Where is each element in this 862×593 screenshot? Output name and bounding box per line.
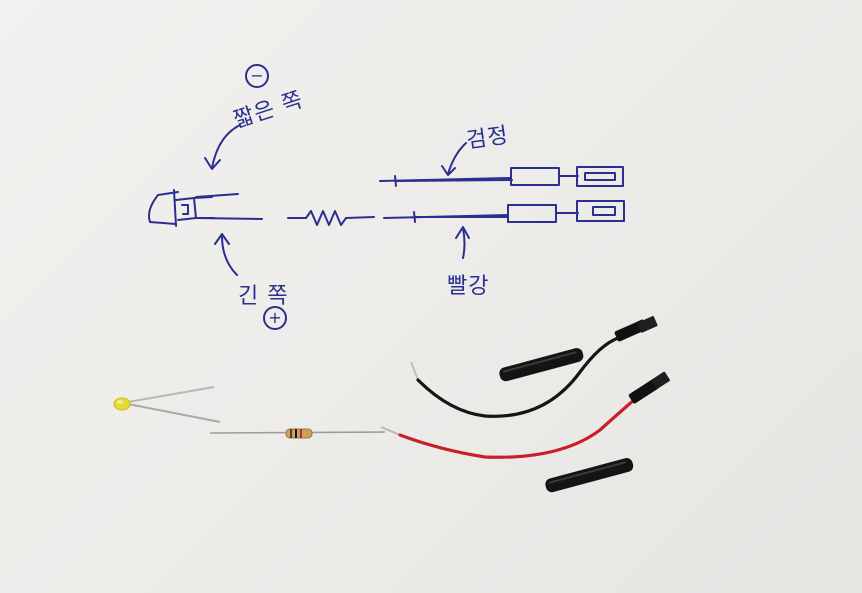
resistor-component <box>209 428 386 439</box>
led-component <box>113 386 221 423</box>
arrow-red <box>455 226 470 259</box>
red-wire <box>380 371 671 459</box>
label-black: 검정 <box>464 123 511 154</box>
label-long-side: 긴 쪽 <box>238 284 289 309</box>
arrow-black <box>441 142 467 176</box>
resistor-drawing <box>287 210 375 226</box>
led-drawing <box>148 189 263 227</box>
arrow-short-side <box>204 124 241 170</box>
black-wire-drawing <box>379 166 624 187</box>
red-wire-drawing <box>383 200 625 223</box>
label-red: 빨강 <box>447 274 490 299</box>
black-wire <box>410 315 658 418</box>
plus-sign: + <box>263 306 287 330</box>
arrow-long-side <box>214 233 238 276</box>
minus-sign: − <box>245 64 269 88</box>
heat-shrink-tube-bottom <box>545 458 634 493</box>
heat-shrink-tube-top <box>499 348 584 382</box>
